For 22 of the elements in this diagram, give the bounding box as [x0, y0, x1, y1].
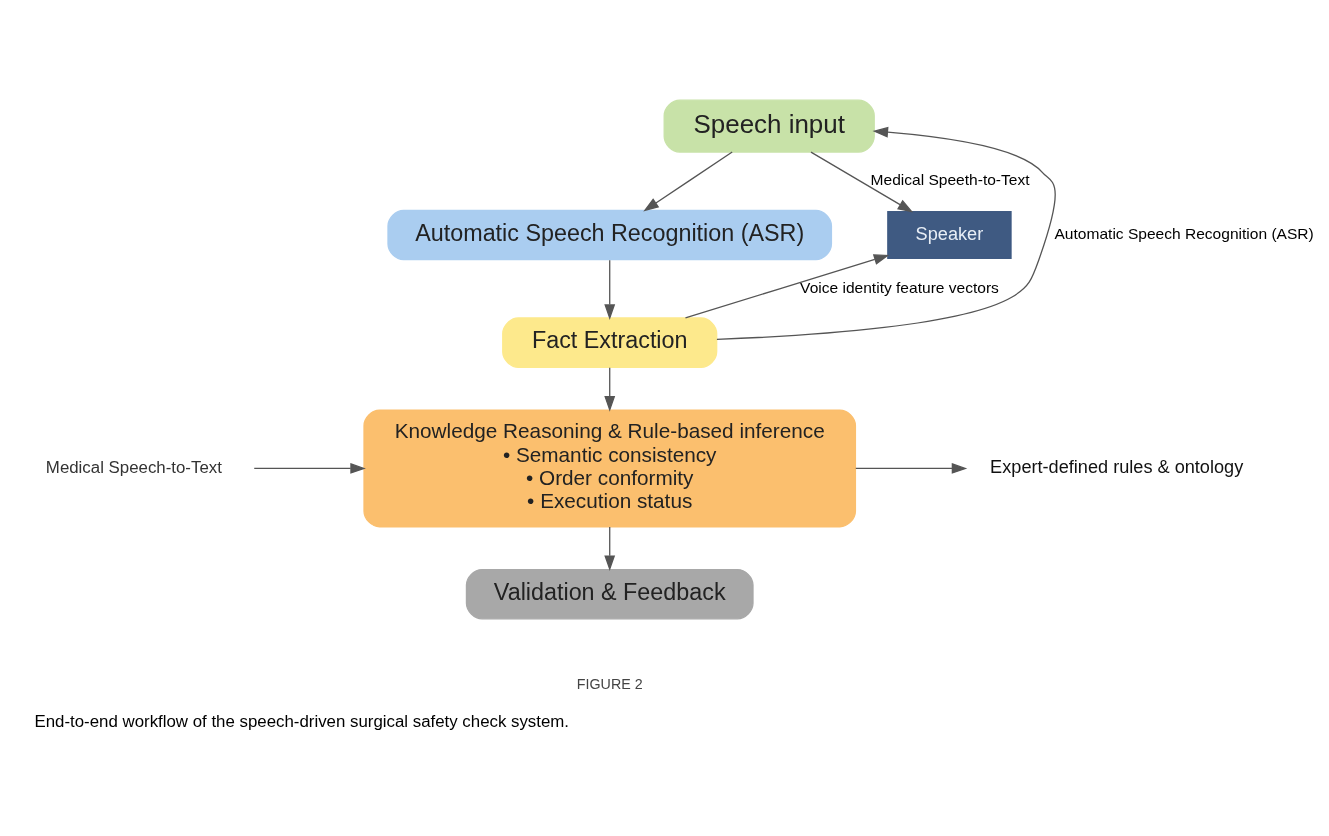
arrow	[604, 525, 616, 571]
arrow	[684, 253, 890, 319]
arrow	[253, 462, 366, 474]
node-box: Speech input	[663, 99, 875, 153]
arrow	[716, 126, 1056, 340]
edge-label: Medical Speeth-to-Text	[870, 170, 1030, 188]
node-text: Expert-defined rules & ontology	[990, 456, 1244, 477]
caption: End-to-end workflow of the speech-driven surgical safety check system.	[34, 711, 570, 731]
arrow	[604, 259, 616, 320]
node-box: Automatic Speech Recognition (ASR)	[387, 209, 833, 260]
node-box: Validation & Feedback	[465, 568, 754, 619]
node-text: Medical Speech-to-Text	[45, 457, 222, 477]
arrow	[810, 150, 914, 212]
edge-label: Automatic Speech Recognition (ASR)	[1054, 224, 1314, 242]
edge-label: Voice identity feature vectors	[800, 278, 999, 296]
arrow	[643, 150, 733, 211]
node-box: Speaker	[887, 210, 1012, 259]
arrow	[604, 366, 616, 412]
node-box: Knowledge Reasoning & Rule-based inference • Semantic consistency • Order conformity • Execution status	[363, 408, 857, 527]
node-box: Fact Extraction	[502, 316, 718, 368]
arrow	[855, 462, 968, 474]
label: FIGURE 2	[576, 675, 643, 692]
